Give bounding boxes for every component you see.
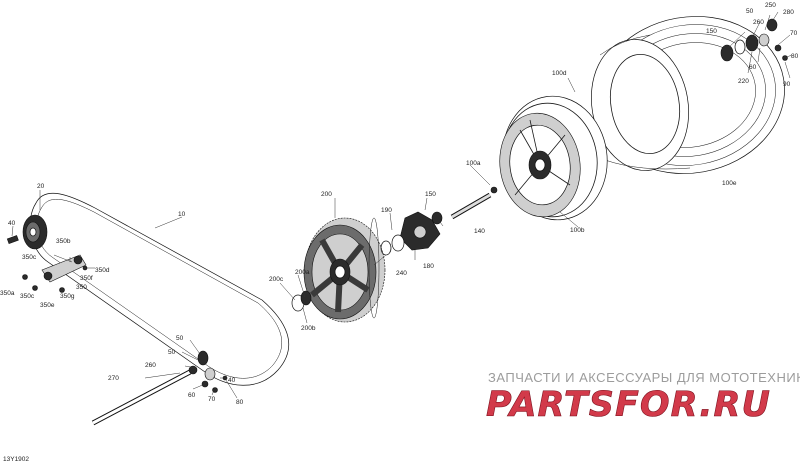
label-60b: 60 [188,392,196,399]
outer-axle-hardware [720,18,788,62]
label-350a: 350a [0,290,15,297]
label-350g: 350g [60,293,75,300]
label-140: 140 [474,228,485,235]
label-40b: 40 [228,377,236,384]
label-90: 90 [783,81,791,88]
label-350: 350 [76,284,87,291]
label-100a: 100a [466,160,481,167]
label-350e: 350e [40,302,55,309]
label-50b: 50 [168,349,176,356]
label-70: 70 [790,30,798,37]
drawing-number: 13Y1902 [3,456,29,463]
label-80b: 80 [236,399,244,406]
tire [591,16,785,174]
front-pulley [22,214,48,250]
label-80: 80 [791,53,799,60]
label-350b: 350b [56,238,71,245]
label-350c: 350c [22,254,37,261]
front-axle [91,350,228,426]
leader-lines [11,11,793,399]
rear-sprocket [303,217,386,323]
wheel-rim [499,95,608,221]
label-150: 150 [425,191,436,198]
hub-assembly [291,186,498,312]
label-260: 260 [145,362,156,369]
watermark-tagline: ЗАПЧАСТИ И АКСЕССУАРЫ ДЛЯ МОТОТЕХНИКИ [488,370,800,385]
label-150b: 150 [706,28,717,35]
label-40: 40 [8,220,16,227]
label-70b: 70 [208,396,216,403]
label-240: 240 [396,270,407,277]
label-220: 220 [738,78,749,85]
drive-belt [29,193,289,386]
label-200: 200 [321,191,332,198]
label-280: 280 [783,9,794,16]
label-200b: 200b [301,325,316,332]
label-50: 50 [746,8,754,15]
label-10: 10 [178,211,186,218]
watermark: ЗАПЧАСТИ И АКСЕССУАРЫ ДЛЯ МОТОТЕХНИКИ PA… [486,370,800,425]
label-60: 60 [749,64,757,71]
label-250b: 50 [176,335,184,342]
label-100d: 100d [552,70,567,77]
label-20: 20 [37,183,45,190]
label-100b: 100b [570,227,585,234]
part-labels: 10 20 40 100d 100e 100b 100a 150 140 180… [0,2,799,406]
label-350d: 350d [95,267,110,274]
watermark-brand: PARTSFOR.RU [486,385,771,425]
label-180: 180 [423,263,434,270]
label-190: 190 [381,207,392,214]
label-100e: 100e [722,180,737,187]
label-200c: 200c [269,276,284,283]
label-350c2: 350c [20,293,35,300]
label-350f: 350f [80,275,93,282]
label-270: 270 [108,375,119,382]
label-200a: 200a [295,269,310,276]
label-250: 250 [765,2,776,9]
label-260b: 260 [753,19,764,26]
